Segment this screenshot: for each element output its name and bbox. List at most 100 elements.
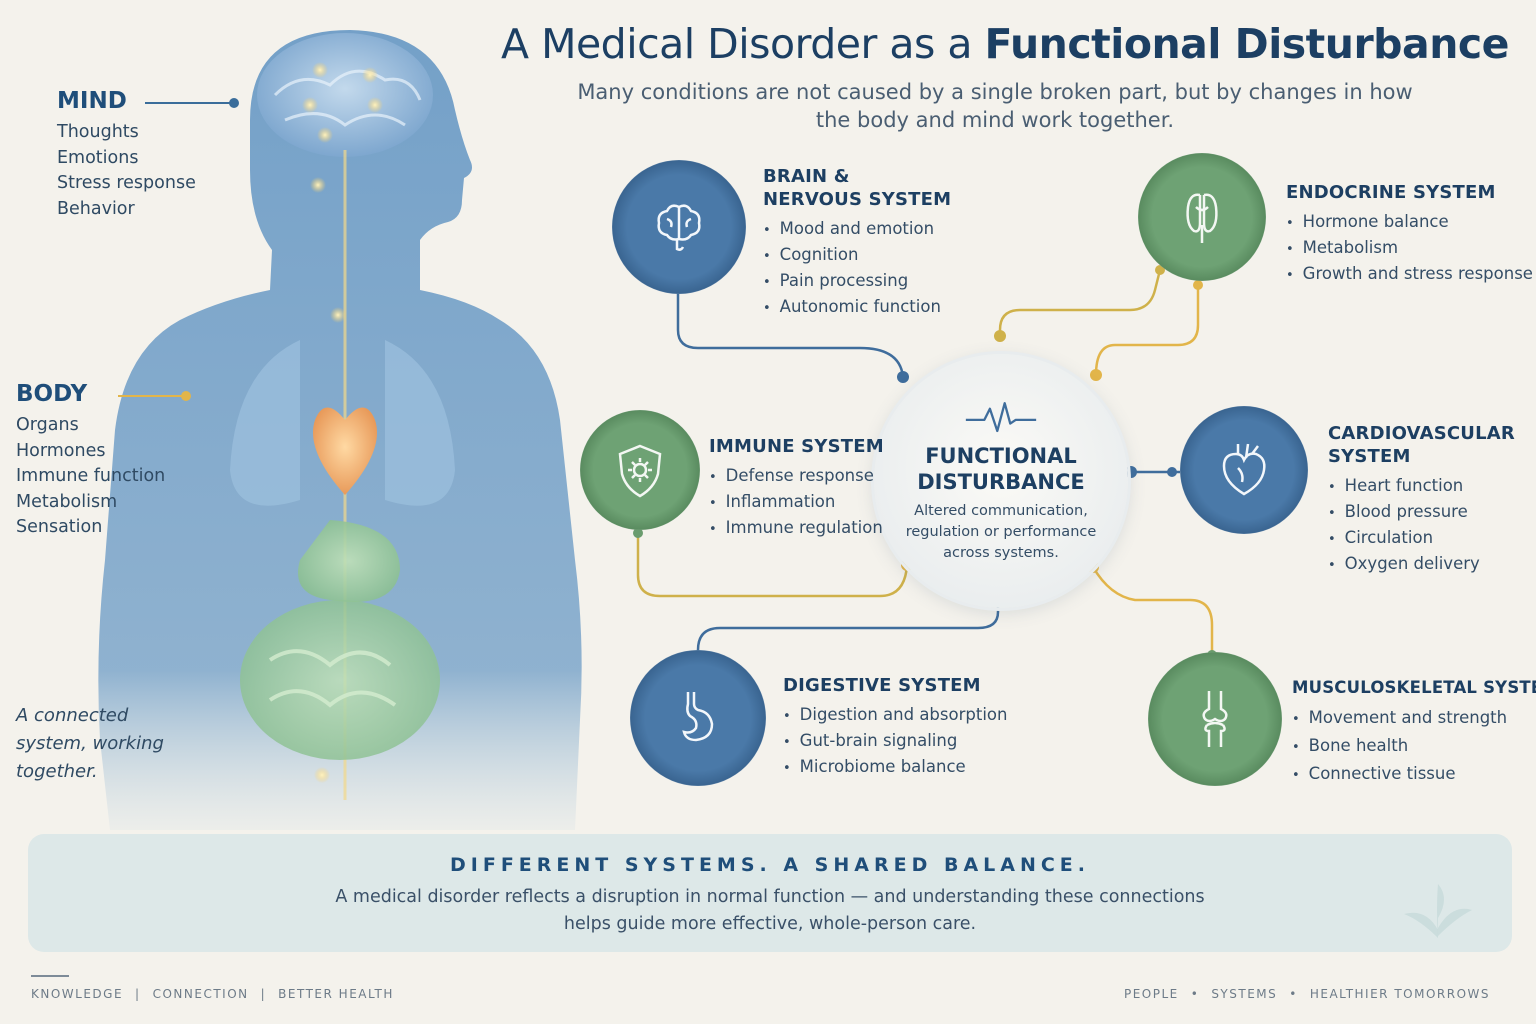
- center-desc-line: Altered communication,: [914, 502, 1088, 519]
- list-item: Hormones: [16, 440, 106, 461]
- musculo-system-circle: [1148, 652, 1282, 786]
- system-list: Movement and strength Bone health Connec…: [1292, 705, 1536, 789]
- footer-item: SYSTEMS: [1211, 987, 1278, 1001]
- list-item: Blood pressure: [1328, 500, 1515, 526]
- list-item: Circulation: [1328, 526, 1515, 552]
- system-title: CARDIOVASCULAR SYSTEM: [1328, 422, 1515, 468]
- banner-line: A medical disorder reflects a disruption…: [335, 887, 1205, 907]
- system-title: MUSCULOSKELETAL SYSTEM: [1292, 678, 1536, 697]
- mind-list: Thoughts Emotions Stress response Behavi…: [57, 120, 196, 222]
- center-title-line: FUNCTIONAL: [925, 443, 1077, 468]
- heart-icon: [1222, 443, 1266, 496]
- list-item: Mood and emotion: [763, 217, 951, 243]
- endocrine-system-circle: [1138, 153, 1266, 281]
- footer-separator: •: [1289, 987, 1298, 1001]
- banner-line: helps guide more effective, whole-person…: [563, 914, 977, 934]
- footer-item: HEALTHIER TOMORROWS: [1309, 987, 1490, 1001]
- heartbeat-icon: [965, 401, 1037, 432]
- endocrine-system-info: ENDOCRINE SYSTEM Hormone balance Metabol…: [1286, 181, 1533, 288]
- center-desc-line: regulation or performance: [905, 523, 1097, 540]
- list-item: Immune regulation: [709, 516, 884, 542]
- summary-banner: DIFFERENT SYSTEMS. A SHARED BALANCE. A m…: [28, 834, 1512, 952]
- list-item: Stress response: [57, 173, 196, 193]
- title-plain: A Medical Disorder as a: [500, 20, 985, 68]
- footer-separator: |: [135, 987, 141, 1001]
- system-list: Heart function Blood pressure Circulatio…: [1328, 474, 1515, 578]
- subtitle-line: the body and mind work together.: [815, 108, 1175, 132]
- cardio-system-circle: [1180, 406, 1308, 534]
- footer-separator: |: [260, 987, 267, 1001]
- list-item: Movement and strength: [1292, 705, 1536, 733]
- list-item: Cognition: [763, 243, 951, 269]
- footer-left: KNOWLEDGE | CONNECTION | BETTER HEALTH: [31, 987, 394, 1001]
- center-node: FUNCTIONAL DISTURBANCE Altered communica…: [874, 354, 1128, 608]
- stomach-icon: [682, 692, 714, 742]
- list-item: Connective tissue: [1292, 761, 1536, 789]
- list-item: Bone health: [1292, 733, 1536, 761]
- system-title: IMMUNE SYSTEM: [709, 436, 884, 457]
- brain-system-circle: [612, 160, 746, 294]
- shield-icon: [618, 444, 662, 498]
- footer-right: PEOPLE • SYSTEMS • HEALTHIER TOMORROWS: [1124, 987, 1490, 1001]
- cardio-system-info: CARDIOVASCULAR SYSTEM Heart function Blo…: [1328, 422, 1515, 578]
- center-desc-line: across systems.: [943, 544, 1059, 561]
- system-title: BRAIN & NERVOUS SYSTEM: [763, 165, 951, 211]
- body-list: Organs Hormones Immune function Metaboli…: [16, 413, 165, 541]
- body-heading: BODY: [16, 381, 88, 407]
- mind-section: MIND Thoughts Emotions Stress response B…: [57, 88, 196, 222]
- list-item: Growth and stress response: [1286, 262, 1533, 288]
- thyroid-icon: [1186, 193, 1218, 243]
- footer-separator: •: [1190, 987, 1200, 1001]
- list-item: Emotions: [57, 147, 139, 168]
- system-list: Digestion and absorption Gut-brain signa…: [783, 703, 1008, 781]
- system-title-line: CARDIOVASCULAR: [1328, 423, 1515, 444]
- footer-rule: [31, 975, 69, 977]
- list-item: Pain processing: [763, 269, 951, 295]
- system-list: Hormone balance Metabolism Growth and st…: [1286, 210, 1533, 288]
- system-title-line: BRAIN &: [763, 166, 850, 187]
- joint-icon: [1202, 691, 1228, 747]
- system-title-line: SYSTEM: [1328, 446, 1411, 467]
- brain-system-info: BRAIN & NERVOUS SYSTEM Mood and emotion …: [763, 165, 951, 321]
- list-item: Inflammation: [709, 490, 884, 516]
- list-item: Behavior: [57, 198, 135, 219]
- human-figure: [98, 30, 582, 830]
- list-item: Sensation: [16, 517, 103, 537]
- system-list: Defense response Inflammation Immune reg…: [709, 464, 884, 542]
- page-title: A Medical Disorder as a Functional Distu…: [470, 20, 1536, 68]
- system-connectors: [633, 265, 1217, 665]
- list-item: Gut-brain signaling: [783, 729, 1007, 755]
- tagline: A connected system, working together.: [16, 702, 164, 786]
- list-item: Autonomic function: [763, 295, 951, 321]
- system-title: DIGESTIVE SYSTEM: [783, 675, 981, 696]
- list-item: Heart function: [1328, 474, 1515, 500]
- title-bold: Functional Disturbance: [984, 20, 1510, 68]
- list-item: Oxygen delivery: [1328, 552, 1515, 578]
- list-item: Immune function: [16, 466, 166, 486]
- digestive-system-info: DIGESTIVE SYSTEM Digestion and absorptio…: [783, 674, 1007, 781]
- digestive-system-circle: [630, 650, 766, 786]
- immune-system-info: IMMUNE SYSTEM Defense response Inflammat…: [709, 435, 884, 542]
- list-item: Metabolism: [1286, 236, 1533, 262]
- center-title: FUNCTIONAL DISTURBANCE: [917, 443, 1085, 495]
- banner-heading: DIFFERENT SYSTEMS. A SHARED BALANCE.: [450, 854, 1090, 876]
- list-item: Hormone balance: [1286, 210, 1533, 236]
- system-title-line: NERVOUS SYSTEM: [763, 189, 952, 210]
- musculo-system-info: MUSCULOSKELETAL SYSTEM Movement and stre…: [1292, 676, 1536, 789]
- list-item: Defense response: [709, 464, 884, 490]
- system-title: ENDOCRINE SYSTEM: [1286, 182, 1496, 203]
- list-item: Digestion and absorption: [783, 703, 1008, 729]
- footer-item: KNOWLEDGE: [31, 987, 124, 1001]
- footer-item: BETTER HEALTH: [278, 987, 394, 1001]
- list-item: Microbiome balance: [783, 755, 1007, 781]
- tagline-line: system, working: [16, 733, 164, 754]
- body-section: BODY Organs Hormones Immune function Met…: [16, 381, 165, 541]
- tagline-line: together.: [16, 761, 98, 782]
- banner-text: A medical disorder reflects a disruption…: [28, 884, 1512, 938]
- page-subtitle: Many conditions are not caused by a sing…: [560, 78, 1430, 134]
- footer-item: CONNECTION: [152, 987, 249, 1001]
- system-list: Mood and emotion Cognition Pain processi…: [763, 217, 951, 321]
- leaf-icon: [1404, 884, 1472, 938]
- center-description: Altered communication, regulation or per…: [906, 501, 1097, 564]
- footer-item: PEOPLE: [1123, 987, 1179, 1001]
